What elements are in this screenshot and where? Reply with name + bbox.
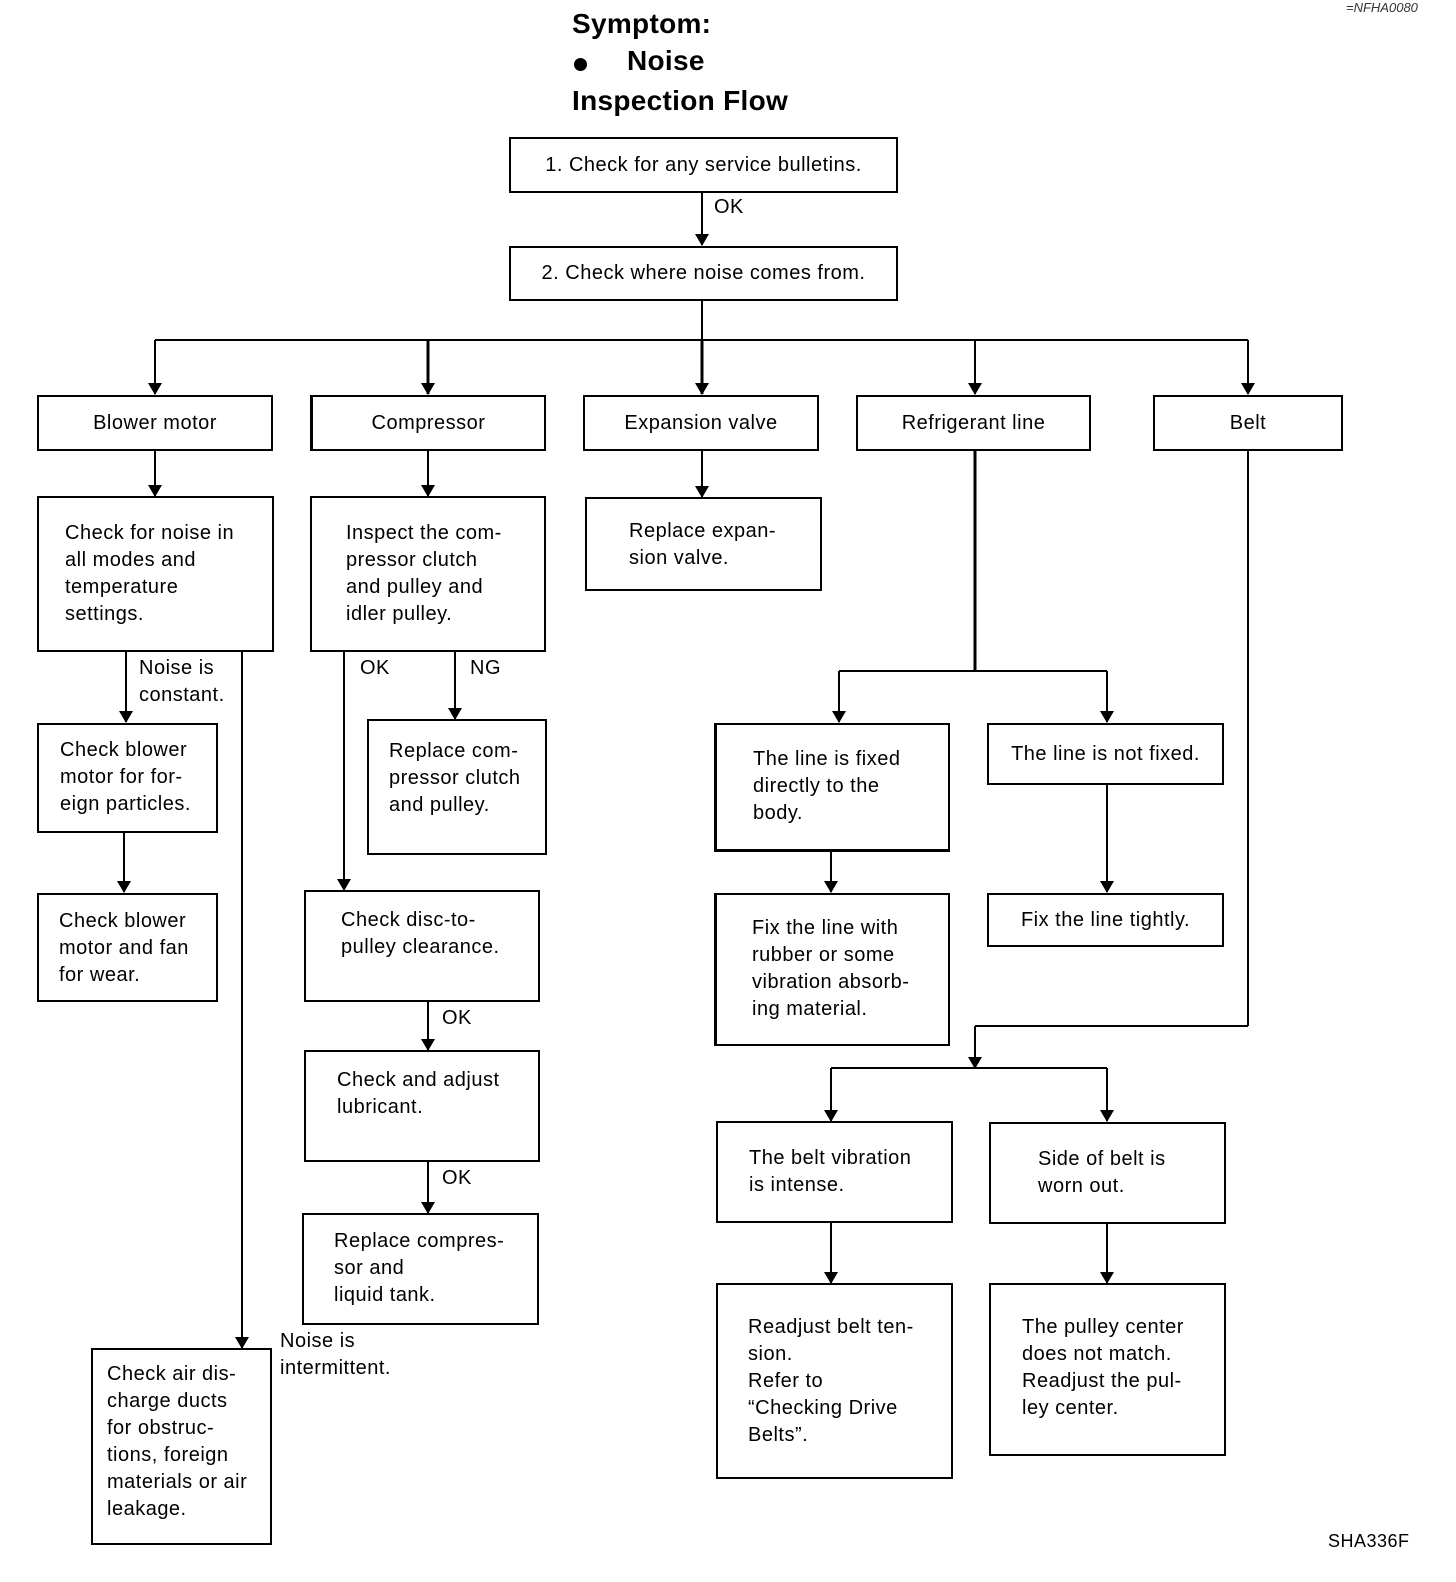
noise-intermittent-label: Noise is intermittent.: [280, 1330, 391, 1379]
document-reference: =NFHA0080: [1346, 0, 1418, 15]
blower-check-foreign-particles: Check blower motor for for- eign particl…: [37, 723, 218, 833]
noise-constant-label: Noise is constant.: [139, 657, 225, 706]
refrigerant-line-not-fixed: The line is not fixed.: [987, 723, 1224, 785]
step2-check-noise-source: 2. Check where noise comes from.: [509, 246, 898, 301]
belt-side-worn-out: Side of belt is worn out.: [989, 1122, 1226, 1224]
symptom-label: Symptom:: [572, 8, 712, 39]
blower-check-air-ducts: Check air dis- charge ducts for obstruc-…: [91, 1348, 272, 1545]
flow-title: Inspection Flow: [572, 85, 789, 116]
compressor-replace-clutch-pulley: Replace com- pressor clutch and pulley.: [367, 719, 547, 855]
ng-label: NG: [470, 657, 501, 679]
figure-id: SHA336F: [1328, 1531, 1410, 1551]
expansion-replace-valve: Replace expan- sion valve.: [585, 497, 822, 591]
compressor-inspect-clutch-pulley: Inspect the com- pressor clutch and pull…: [310, 496, 546, 652]
refrigerant-fix-tightly: Fix the line tightly.: [987, 893, 1224, 947]
blower-check-motor-fan-wear: Check blower motor and fan for wear.: [37, 893, 218, 1002]
symptom-name: Noise: [627, 45, 705, 76]
category-expansion-valve: Expansion valve: [583, 395, 819, 451]
ok-label: OK: [360, 657, 390, 679]
refrigerant-line-fixed: The line is fixed directly to the body.: [714, 723, 950, 852]
ok-label: OK: [714, 196, 744, 218]
compressor-check-lubricant: Check and adjust lubricant.: [304, 1050, 540, 1162]
blower-check-all-modes: Check for noise in all modes and tempera…: [37, 496, 274, 652]
compressor-check-disc-clearance: Check disc-to- pulley clearance.: [304, 890, 540, 1002]
belt-vibration-intense: The belt vibration is intense.: [716, 1121, 953, 1223]
bullet-icon: [574, 58, 587, 71]
category-belt: Belt: [1153, 395, 1343, 451]
category-compressor: Compressor: [310, 395, 546, 451]
step1-check-bulletins: 1. Check for any service bulletins.: [509, 137, 898, 193]
refrigerant-fix-with-rubber: Fix the line with rubber or some vibrati…: [714, 893, 950, 1046]
ok-label: OK: [442, 1007, 472, 1029]
category-refrigerant-line: Refrigerant line: [856, 395, 1091, 451]
belt-readjust-tension: Readjust belt ten- sion. Refer to “Check…: [716, 1283, 953, 1479]
compressor-replace-compressor-tank: Replace compres- sor and liquid tank.: [302, 1213, 539, 1325]
belt-readjust-pulley-center: The pulley center does not match. Readju…: [989, 1283, 1226, 1456]
category-blower-motor: Blower motor: [37, 395, 273, 451]
ok-label: OK: [442, 1167, 472, 1189]
